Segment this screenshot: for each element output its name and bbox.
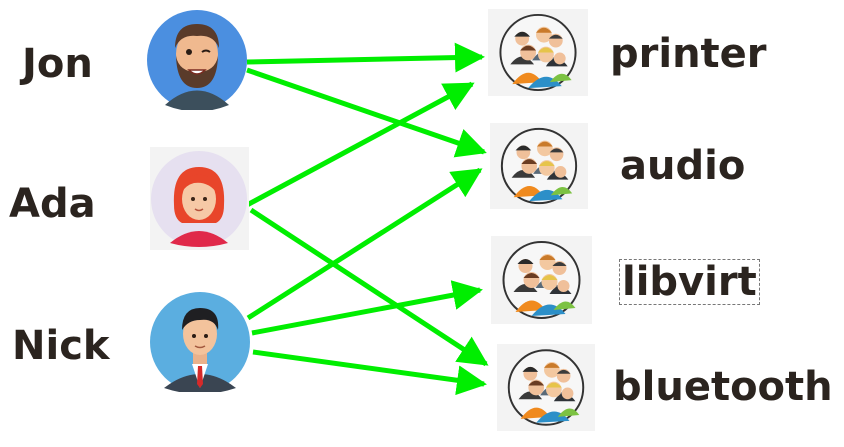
bearded-man-winking-icon: [147, 10, 247, 110]
man-in-suit-icon: [150, 292, 250, 392]
arrow-jon-to-audio: [246, 67, 487, 158]
arrow-ada-to-bluetooth: [249, 207, 489, 367]
user-label-ada: Ada: [9, 181, 96, 227]
group-label-audio: audio: [620, 143, 746, 189]
group-label-libvirt: libvirt: [619, 259, 760, 305]
group-icon-audio: [490, 123, 588, 209]
group-of-people-icon: [500, 127, 578, 205]
group-icon-printer: [488, 9, 588, 96]
group-of-people-icon: [502, 241, 581, 319]
group-label-bluetooth: bluetooth: [613, 364, 833, 410]
group-icon-libvirt: [491, 236, 592, 324]
arrow-ada-to-printer: [245, 81, 475, 208]
group-icon-bluetooth: [497, 344, 595, 431]
arrow-nick-to-libvirt: [251, 280, 483, 336]
red-haired-woman-icon: [150, 147, 249, 250]
arrow-jon-to-printer: [246, 42, 485, 73]
group-of-people-icon: [499, 13, 577, 92]
arrow-nick-to-audio: [246, 167, 483, 321]
group-of-people-icon: [507, 349, 585, 426]
group-label-printer: printer: [610, 31, 767, 77]
user-label-jon: Jon: [22, 41, 93, 87]
arrow-nick-to-bluetooth: [252, 349, 487, 396]
user-label-nick: Nick: [12, 323, 110, 369]
